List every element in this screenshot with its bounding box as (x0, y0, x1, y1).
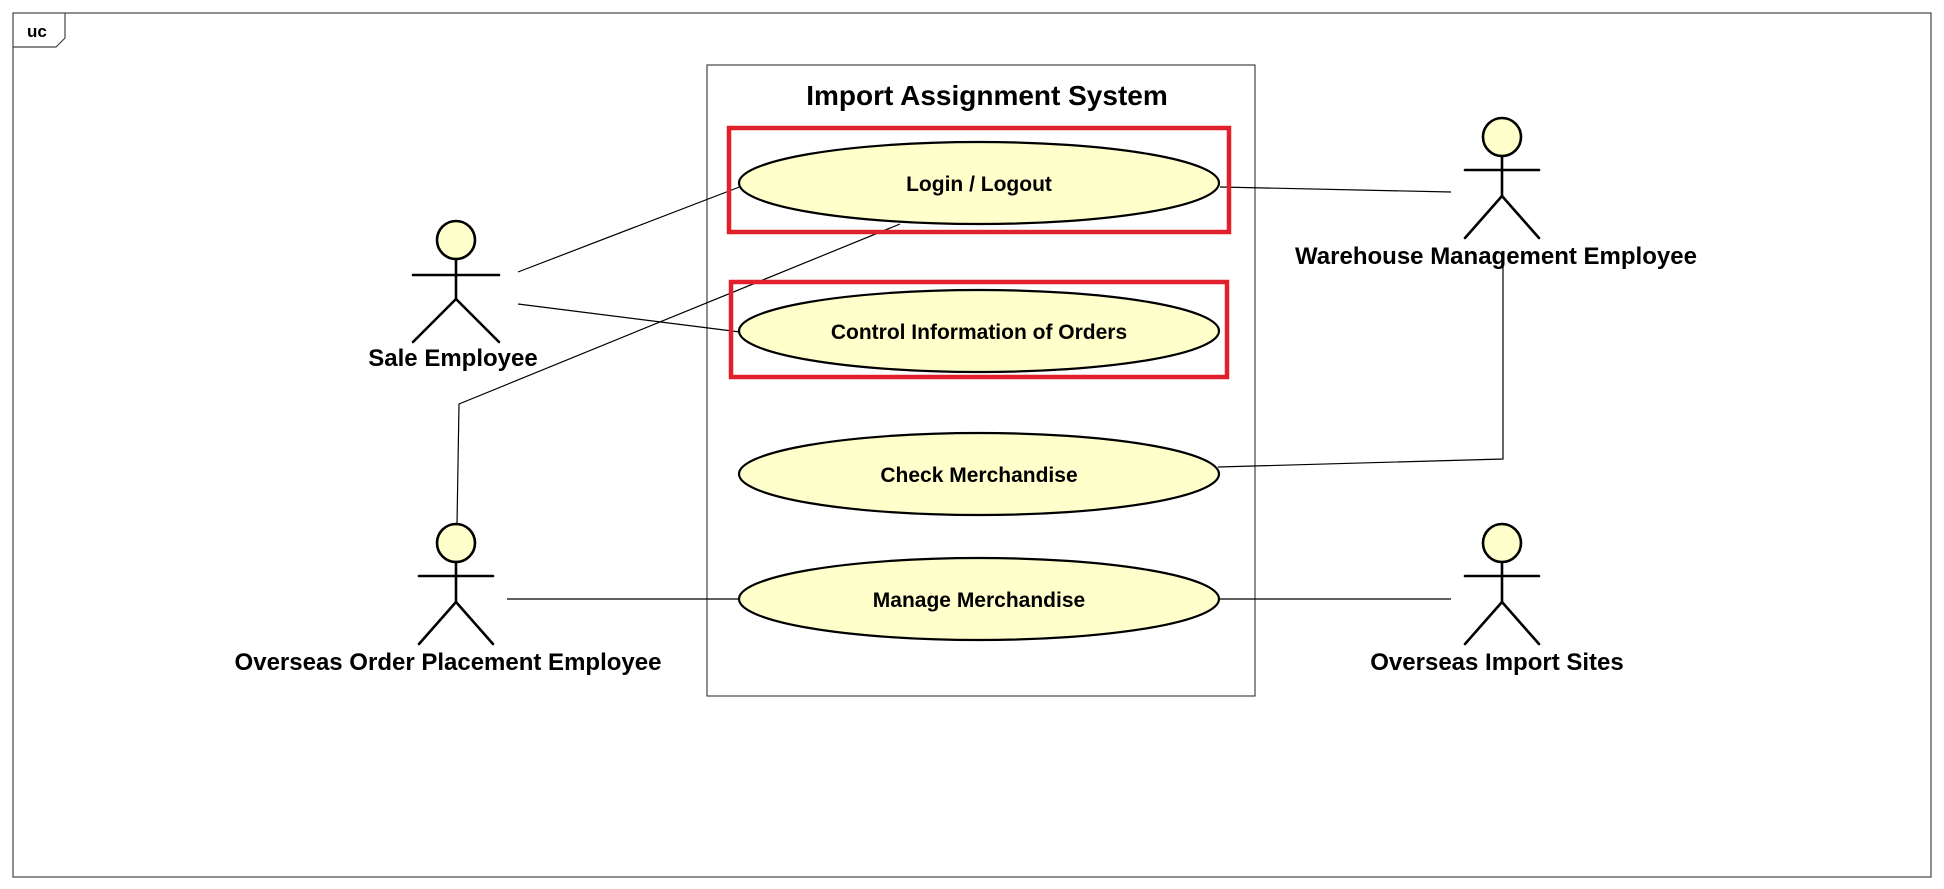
use-case-ellipse (737, 556, 1221, 642)
actor-sale-employee: Sale Employee (368, 219, 538, 372)
use-case-label: Login / Logout (906, 173, 1052, 196)
actor-label: Sale Employee (368, 345, 537, 372)
use-case-label: Check Merchandise (880, 464, 1077, 487)
diagram-frame (12, 12, 1932, 878)
actor-warehouse-management-employee: Warehouse Management Employee (1295, 116, 1697, 270)
use-case-ellipse (737, 140, 1221, 226)
actor-icon (411, 219, 501, 344)
actor-overseas-order-placement-employee: Overseas Order Placement Employee (235, 522, 662, 676)
actor-icon (1463, 116, 1541, 240)
actor-label: Overseas Import Sites (1370, 649, 1623, 676)
use-case-control: Control Information of Orders (737, 288, 1221, 374)
frame-tag-box (13, 13, 66, 48)
use-case-ellipse (737, 288, 1221, 374)
actor-icon (417, 522, 495, 646)
use-case-label: Manage Merchandise (873, 589, 1085, 612)
actor-icon (1463, 522, 1541, 646)
use-case-ellipse (737, 431, 1221, 517)
actor-label: Overseas Order Placement Employee (235, 649, 662, 676)
use-case-label: Control Information of Orders (831, 321, 1127, 344)
assoc-sale-control (517, 303, 741, 333)
actor-label: Warehouse Management Employee (1295, 243, 1697, 270)
assoc-warehouse-check (1217, 265, 1504, 468)
use-case-manage: Manage Merchandise (737, 556, 1221, 642)
system-boundary (706, 64, 1256, 697)
frame-tag: uc (27, 22, 47, 41)
highlight-box-login (726, 125, 1232, 235)
highlight-box-control (728, 279, 1230, 380)
use-case-login: Login / Logout (737, 140, 1221, 226)
system-title: Import Assignment System (806, 80, 1167, 111)
assoc-warehouse-login (1219, 186, 1452, 193)
actor-overseas-import-sites: Overseas Import Sites (1370, 522, 1624, 676)
assoc-sale-login (517, 185, 743, 273)
use-case-check: Check Merchandise (737, 431, 1221, 517)
